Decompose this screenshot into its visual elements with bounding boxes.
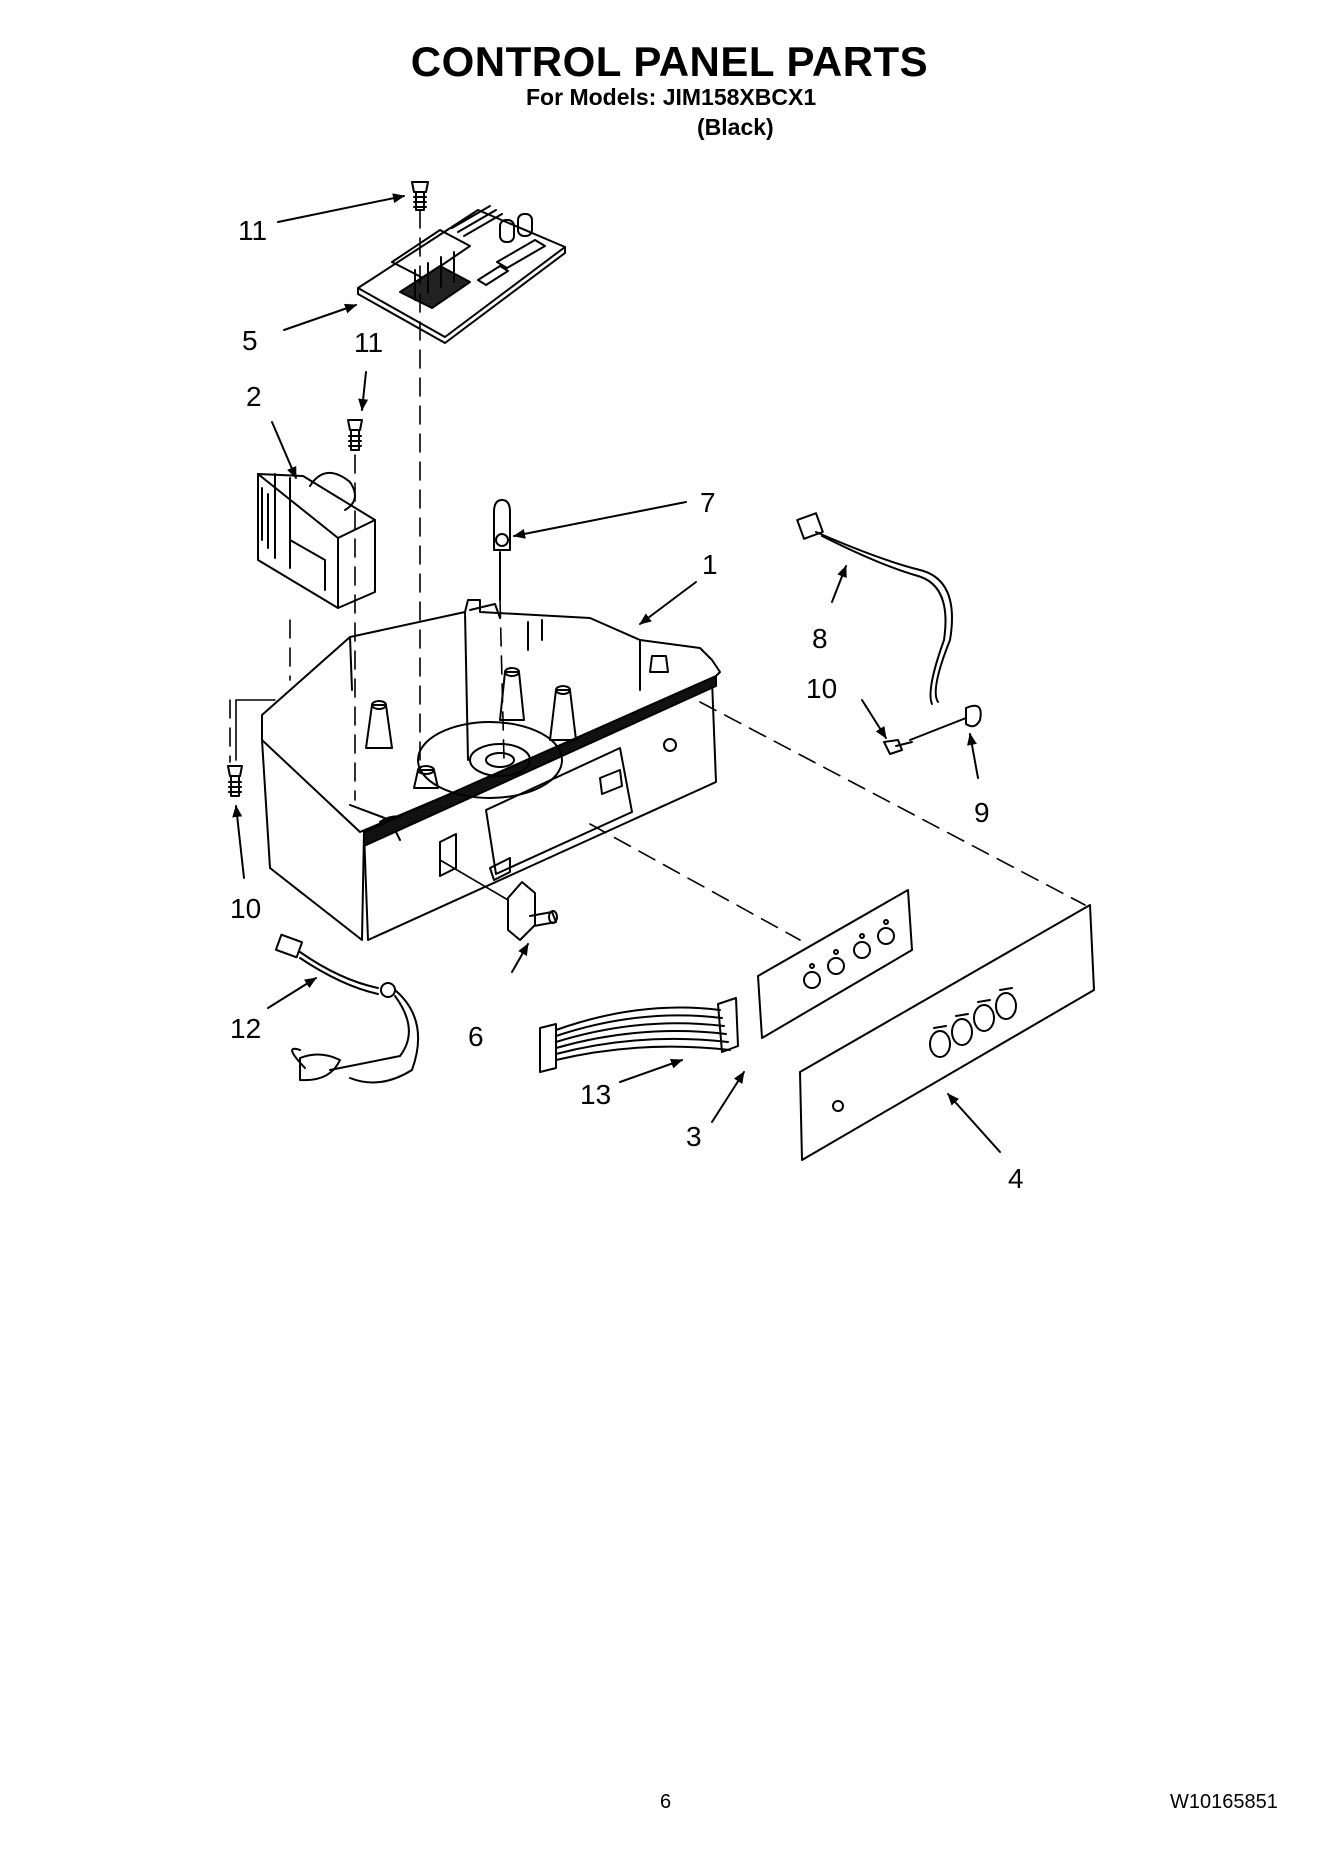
- transformer-part-2: [257, 472, 376, 609]
- ribbon-harness-part-13: [539, 997, 739, 1073]
- control-housing-part-1: [261, 599, 721, 941]
- callout-13: 13: [580, 1079, 611, 1110]
- callout-1: 1: [702, 549, 718, 580]
- clamp-part-9: [909, 704, 982, 741]
- page-title: CONTROL PANEL PARTS: [410, 38, 929, 85]
- screw-part-10-left: [227, 765, 243, 797]
- screw-part-11-top: [411, 181, 429, 211]
- document-number: W10165851: [1170, 1791, 1278, 1813]
- screw-part-11-mid: [347, 419, 363, 451]
- callout-9: 9: [974, 797, 990, 828]
- models-line: For Models: JIM158XBCX1: [526, 84, 817, 110]
- sensor-part-7: [493, 499, 511, 601]
- callout-numbers: 11 5 11 2 7 1 8 10 9 10 6 12 13 3 4: [230, 215, 1024, 1194]
- switch-part-6: [507, 881, 558, 941]
- callout-11-top: 11: [238, 215, 267, 246]
- callout-3: 3: [686, 1121, 702, 1152]
- callout-6: 6: [468, 1021, 484, 1052]
- screw-part-10-right: [883, 739, 913, 755]
- callout-10-right: 10: [806, 673, 837, 704]
- wire-harness-part-8: [796, 512, 953, 705]
- switch-board-part-3: [757, 889, 913, 1039]
- thermistor-part-12: [274, 933, 420, 1084]
- callout-7: 7: [700, 487, 716, 518]
- alignment-lines: [229, 209, 1086, 941]
- callout-10-left: 10: [230, 893, 261, 924]
- callout-2: 2: [246, 381, 262, 412]
- color-line: (Black): [697, 114, 774, 140]
- front-overlay-part-4: [799, 904, 1095, 1161]
- control-board-part-5: [357, 205, 566, 344]
- callout-5: 5: [242, 325, 258, 356]
- callout-8: 8: [812, 623, 828, 654]
- callout-12: 12: [230, 1013, 261, 1044]
- callout-4: 4: [1008, 1163, 1024, 1194]
- leader-arrows: [232, 193, 1001, 1153]
- page-number: 6: [660, 1791, 672, 1813]
- callout-11-mid: 11: [354, 327, 383, 358]
